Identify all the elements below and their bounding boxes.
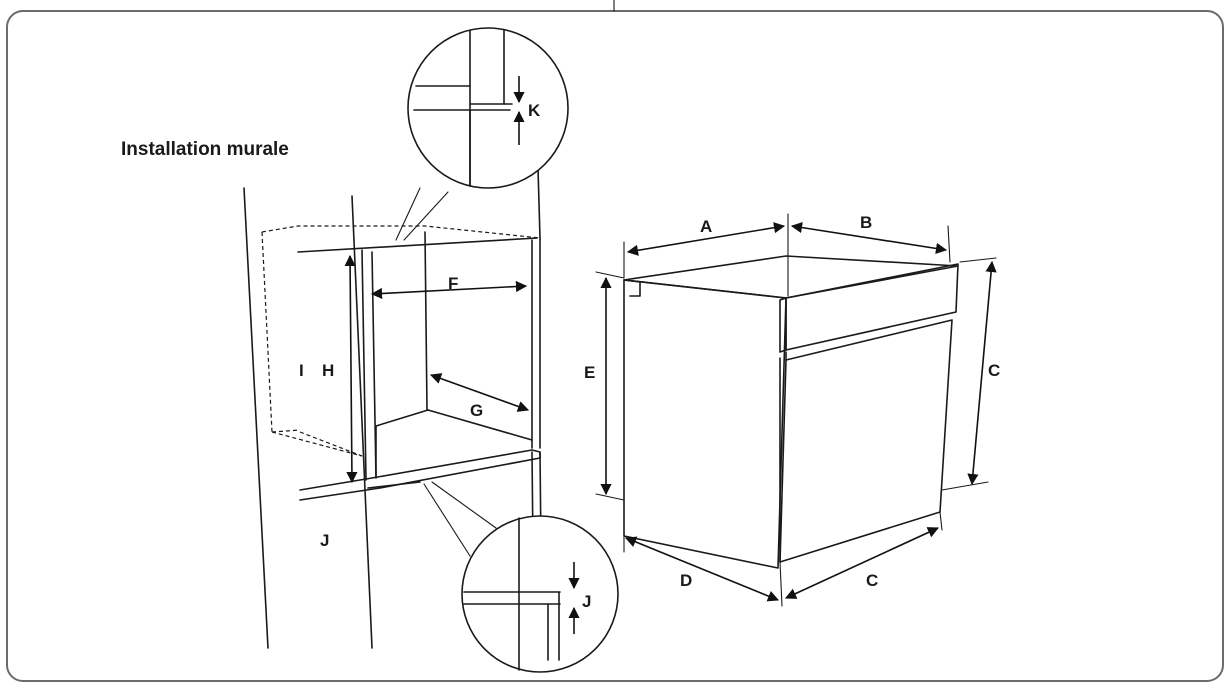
dimension-c-side <box>967 260 997 486</box>
zoom-detail-k: K <box>407 27 569 189</box>
label-f: F <box>448 274 458 293</box>
zoom-detail-j: J <box>461 515 619 673</box>
label-c-bottom: C <box>866 571 878 590</box>
label-g: G <box>470 401 483 420</box>
diagram-frame <box>6 10 1224 682</box>
label-c-side: C <box>988 361 1000 380</box>
wall-installation: K J F G H I J <box>243 27 619 673</box>
label-k: K <box>528 101 541 120</box>
label-j-wall: J <box>320 531 329 550</box>
dimension-g <box>429 373 530 412</box>
label-e: E <box>584 363 595 382</box>
dimension-d <box>624 536 780 602</box>
label-a: A <box>700 217 712 236</box>
dimension-a <box>626 222 786 256</box>
dimension-b <box>790 222 948 254</box>
label-i: I <box>299 361 304 380</box>
dimension-f <box>370 280 528 300</box>
diagram-title: Installation murale <box>121 139 289 160</box>
label-b: B <box>860 213 872 232</box>
oven-drawing: A B C E D C <box>584 213 1000 607</box>
dimension-h <box>344 254 358 484</box>
dimension-c-bottom <box>784 527 940 599</box>
label-j-zoom: J <box>582 592 591 611</box>
label-d: D <box>680 571 692 590</box>
label-h: H <box>322 361 334 380</box>
